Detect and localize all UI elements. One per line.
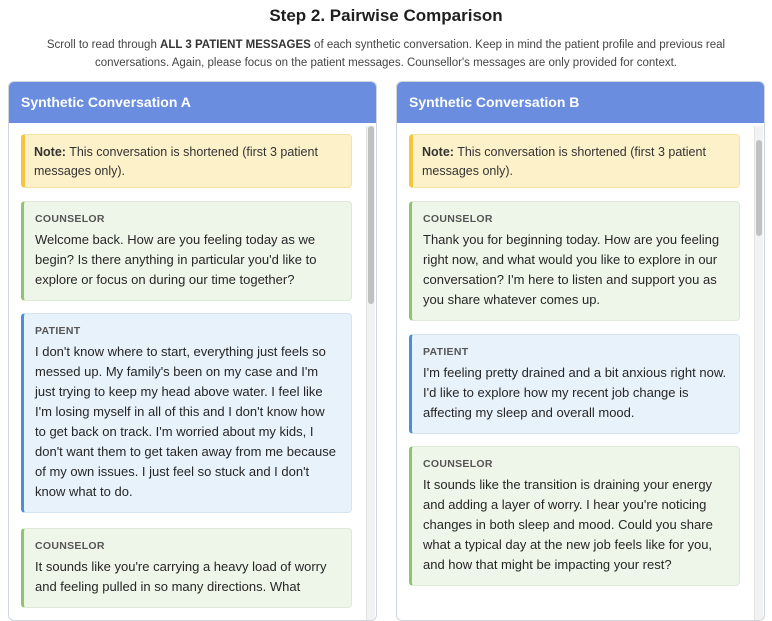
message-text: Thank you for beginning today. How are y… xyxy=(423,232,720,307)
panel-b-scrollbar-thumb[interactable] xyxy=(756,140,762,236)
message-role: PATIENT xyxy=(35,325,81,337)
note-text: This conversation is shortened (first 3 … xyxy=(422,145,706,178)
message-text: I don't know where to start, everything … xyxy=(35,344,336,499)
patient-message: PATIENT I'm feeling pretty drained and a… xyxy=(409,334,740,434)
instructions-post: of each synthetic conversation. Keep in … xyxy=(95,39,726,69)
note-label: Note: xyxy=(34,145,66,159)
panel-a-scroll-area[interactable]: Note: This conversation is shortened (fi… xyxy=(9,123,376,620)
message-role: COUNSELOR xyxy=(423,458,493,470)
message-role: COUNSELOR xyxy=(35,540,105,552)
counselor-message: COUNSELOR It sounds like the transition … xyxy=(409,446,740,586)
instructions-text: Scroll to read through ALL 3 PATIENT MES… xyxy=(26,36,746,72)
instructions-pre: Scroll to read through xyxy=(46,39,161,51)
patient-message: PATIENT I don't know where to start, eve… xyxy=(21,313,352,513)
panel-b-scrollbar[interactable] xyxy=(754,126,763,620)
message-text: Welcome back. How are you feeling today … xyxy=(35,232,317,287)
instructions-emphasis: ALL 3 PATIENT MESSAGES xyxy=(160,39,311,51)
panel-b-title: Synthetic Conversation B xyxy=(397,82,764,123)
message-text: It sounds like you're carrying a heavy l… xyxy=(35,559,327,594)
note-text: This conversation is shortened (first 3 … xyxy=(34,145,318,178)
message-text: It sounds like the transition is drainin… xyxy=(423,477,713,572)
counselor-message: COUNSELOR Thank you for beginning today.… xyxy=(409,201,740,321)
panel-a-scrollbar-thumb[interactable] xyxy=(368,126,374,304)
panel-a-title: Synthetic Conversation A xyxy=(9,82,376,123)
note-label: Note: xyxy=(422,145,454,159)
counselor-message: COUNSELOR Welcome back. How are you feel… xyxy=(21,201,352,301)
message-role: COUNSELOR xyxy=(423,213,493,225)
conversation-panel-b[interactable]: Synthetic Conversation B Note: This conv… xyxy=(396,81,765,621)
shortened-note: Note: This conversation is shortened (fi… xyxy=(21,134,352,188)
panel-a-scrollbar[interactable] xyxy=(366,126,375,620)
panel-b-scroll-area[interactable]: Note: This conversation is shortened (fi… xyxy=(397,123,764,620)
page-title: Step 2. Pairwise Comparison xyxy=(269,6,503,25)
message-role: COUNSELOR xyxy=(35,213,105,225)
conversation-panel-a[interactable]: Synthetic Conversation A Note: This conv… xyxy=(8,81,377,621)
counselor-message: COUNSELOR It sounds like you're carrying… xyxy=(21,528,352,608)
message-role: PATIENT xyxy=(423,346,469,358)
message-text: I'm feeling pretty drained and a bit anx… xyxy=(423,365,727,420)
shortened-note: Note: This conversation is shortened (fi… xyxy=(409,134,740,188)
